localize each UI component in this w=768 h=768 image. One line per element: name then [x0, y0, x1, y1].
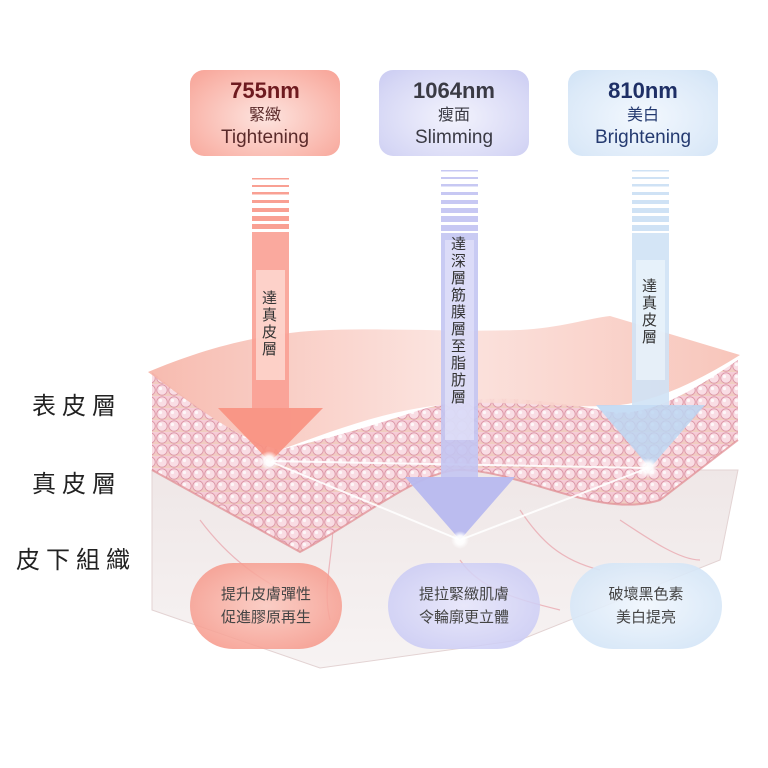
benefit-line-1: 提升皮膚彈性: [220, 585, 311, 603]
wavelength-effect-en: Brightening: [594, 127, 692, 148]
wavelength-value: 755nm: [230, 78, 300, 103]
layer-label-epidermis: 表皮層: [32, 392, 122, 420]
wavelength-effect-en: Tightening: [220, 127, 310, 148]
benefit-line-1: 提拉緊緻肌膚: [418, 585, 509, 603]
wavelength-card-1064nm: 1064nm 瘦面 Slimming: [379, 70, 529, 156]
arrow-810nm: [596, 170, 705, 468]
glow-point-dermis-right: [638, 458, 658, 478]
depth-label-755nm: 達真皮層: [260, 290, 278, 358]
benefit-pill-tightening: 提升皮膚彈性 促進膠原再生: [190, 563, 342, 649]
wavelength-effect-en: Slimming: [414, 127, 494, 148]
benefit-line-2: 美白提亮: [615, 608, 676, 626]
benefit-pill-slimming: 提拉緊緻肌膚 令輪廓更立體: [388, 563, 540, 649]
wavelength-effect-zh: 瘦面: [437, 105, 470, 124]
benefit-pill-brightening: 破壞黑色素 美白提亮: [570, 563, 722, 649]
arrow-755nm: [218, 178, 323, 462]
wavelength-effect-zh: 美白: [626, 105, 659, 124]
layer-label-dermis: 真皮層: [32, 470, 122, 498]
depth-label-810nm: 達真皮層: [640, 278, 658, 346]
wavelength-card-755nm: 755nm 緊緻 Tightening: [190, 70, 340, 156]
wavelength-effect-zh: 緊緻: [248, 105, 281, 124]
wavelength-card-810nm: 810nm 美白 Brightening: [568, 70, 718, 156]
glow-point-fat-center: [451, 531, 469, 549]
layer-label-subcutaneous: 皮下組織: [16, 546, 136, 574]
wavelength-value: 1064nm: [413, 78, 495, 103]
wavelength-value: 810nm: [608, 78, 678, 103]
arrow-1064nm: [405, 170, 515, 540]
benefit-line-2: 令輪廓更立體: [418, 608, 509, 626]
benefit-line-1: 破壞黑色素: [608, 585, 684, 603]
depth-label-1064nm: 達深層筋膜層至脂肪層: [449, 236, 467, 406]
glow-point-dermis-left: [259, 451, 279, 471]
benefit-line-2: 促進膠原再生: [220, 608, 311, 626]
